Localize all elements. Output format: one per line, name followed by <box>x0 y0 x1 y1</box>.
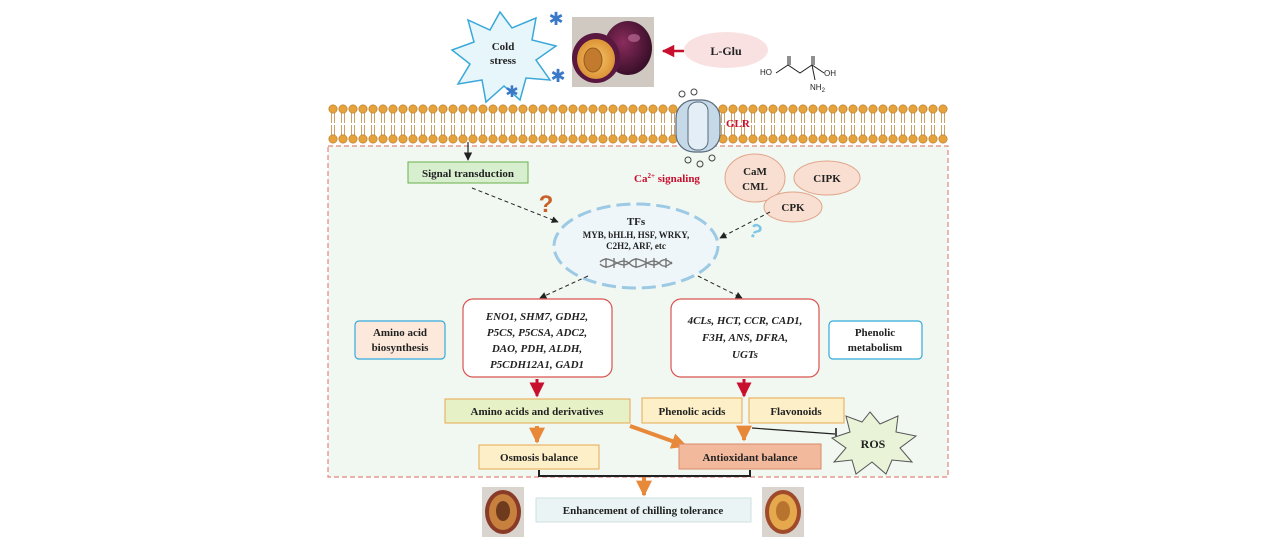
cold-stress-label-line1: Cold <box>492 41 515 53</box>
amino-biosynthesis-line2: biosynthesis <box>372 342 430 354</box>
cml-label: CML <box>742 181 768 193</box>
chilling-tolerance-label: Enhancement of chilling tolerance <box>563 505 724 517</box>
kinases-to-tfs-arrow <box>719 211 771 239</box>
lglu-oval: L-Glu <box>684 32 768 68</box>
amino-genes-line1: ENO1, SHM7, GDH2, <box>485 311 588 323</box>
snowflake-icon: ✱ <box>548 9 563 29</box>
tfs-to-phenolic-genes-arrow <box>697 275 743 299</box>
unknown-mechanism-question-mark: ? <box>539 191 554 218</box>
molecule-amine-label: NH2 <box>810 83 826 94</box>
amino-acid-biosynthesis-box: Amino acid biosynthesis <box>354 320 446 360</box>
plum-photo <box>572 17 654 87</box>
osmosis-balance-label: Osmosis balance <box>500 452 578 464</box>
dna-helix-icon <box>599 258 673 268</box>
osmosis-balance-box: Osmosis balance <box>478 444 600 470</box>
amino-to-antioxidant-arrow <box>629 424 688 449</box>
snowflake-icon: ✱ <box>550 66 565 86</box>
plum-section-photo-treated <box>762 487 804 537</box>
amino-biosynthesis-line1: Amino acid <box>373 327 427 339</box>
cpk-label: CPK <box>781 202 805 214</box>
phenolic-genes-line2: F3H, ANS, DFRA, <box>701 332 788 344</box>
amino-genes-line2: P5CS, P5CSA, ADC2, <box>487 327 587 339</box>
ros-label: ROS <box>861 437 886 451</box>
cell-membrane <box>328 104 948 144</box>
ros-inhibition-line <box>751 427 836 435</box>
cell-interior <box>327 145 949 478</box>
tfs-to-amino-genes-arrow <box>539 275 589 299</box>
snowflake-icon: ✱ <box>505 84 518 101</box>
flavonoids-label: Flavonoids <box>770 406 822 418</box>
flavonoids-box: Flavonoids <box>748 397 845 424</box>
phenolic-genes-box: 4CLs, HCT, CCR, CAD1, F3H, ANS, DFRA, UG… <box>670 298 820 378</box>
phenolic-genes-line3: UGTs <box>732 349 758 361</box>
molecule-ho-label: HO <box>760 68 772 77</box>
cold-stress-burst <box>450 10 558 104</box>
convergence-bracket <box>538 470 751 477</box>
tfs-list-line1: MYB, bHLH, HSF, WRKY, <box>583 230 689 240</box>
calcium-signaling-label: Ca2+ signaling <box>634 172 700 185</box>
cold-stress-group: Cold stress ✱ ✱ ✱ <box>450 9 566 104</box>
cipk-oval: CIPK <box>793 160 861 196</box>
glr-label: GLR <box>726 118 751 130</box>
cam-cml-oval: CaM CML <box>724 153 786 203</box>
cold-stress-label-line2: stress <box>490 55 517 67</box>
glr-channel <box>675 88 721 168</box>
tfs-list-line2: C2H2, ARF, etc <box>606 241 666 251</box>
glutamate-structure <box>775 56 825 81</box>
phenolic-metabolism-line2: metabolism <box>848 342 902 354</box>
molecule-oh-label: OH <box>824 69 836 78</box>
signal-to-tfs-arrow <box>471 187 559 223</box>
transcription-factors-nucleus: TFs MYB, bHLH, HSF, WRKY, C2H2, ARF, etc <box>552 202 720 290</box>
ros-burst: ROS <box>830 411 918 475</box>
phenolic-acids-label: Phenolic acids <box>659 406 727 418</box>
signal-transduction-box: Signal transduction <box>407 161 529 184</box>
cipk-label: CIPK <box>813 173 841 185</box>
cpk-oval: CPK <box>763 191 823 223</box>
phenolic-genes-line1: 4CLs, HCT, CCR, CAD1, <box>687 315 803 327</box>
antioxidant-balance-box: Antioxidant balance <box>678 443 822 470</box>
tfs-title: TFs <box>627 216 646 228</box>
lglu-label: L-Glu <box>710 44 742 58</box>
phenolic-metabolism-line1: Phenolic <box>855 327 895 339</box>
chilling-tolerance-box: Enhancement of chilling tolerance <box>535 497 752 523</box>
amino-acids-derivatives-box: Amino acids and derivatives <box>444 398 631 424</box>
phenolic-acids-box: Phenolic acids <box>641 397 743 424</box>
phenolic-metabolism-box: Phenolic metabolism <box>828 320 923 360</box>
plum-section-photo-control <box>482 487 524 537</box>
cam-label: CaM <box>743 166 767 178</box>
amino-acid-genes-box: ENO1, SHM7, GDH2, P5CS, P5CSA, ADC2, DAO… <box>462 298 613 378</box>
antioxidant-balance-label: Antioxidant balance <box>702 452 797 464</box>
amino-acids-derivatives-label: Amino acids and derivatives <box>471 406 605 418</box>
amino-genes-line4: P5CDH12A1, GAD1 <box>490 359 584 371</box>
amino-genes-line3: DAO, PDH, ALDH, <box>491 343 582 355</box>
signal-transduction-label: Signal transduction <box>422 168 514 180</box>
